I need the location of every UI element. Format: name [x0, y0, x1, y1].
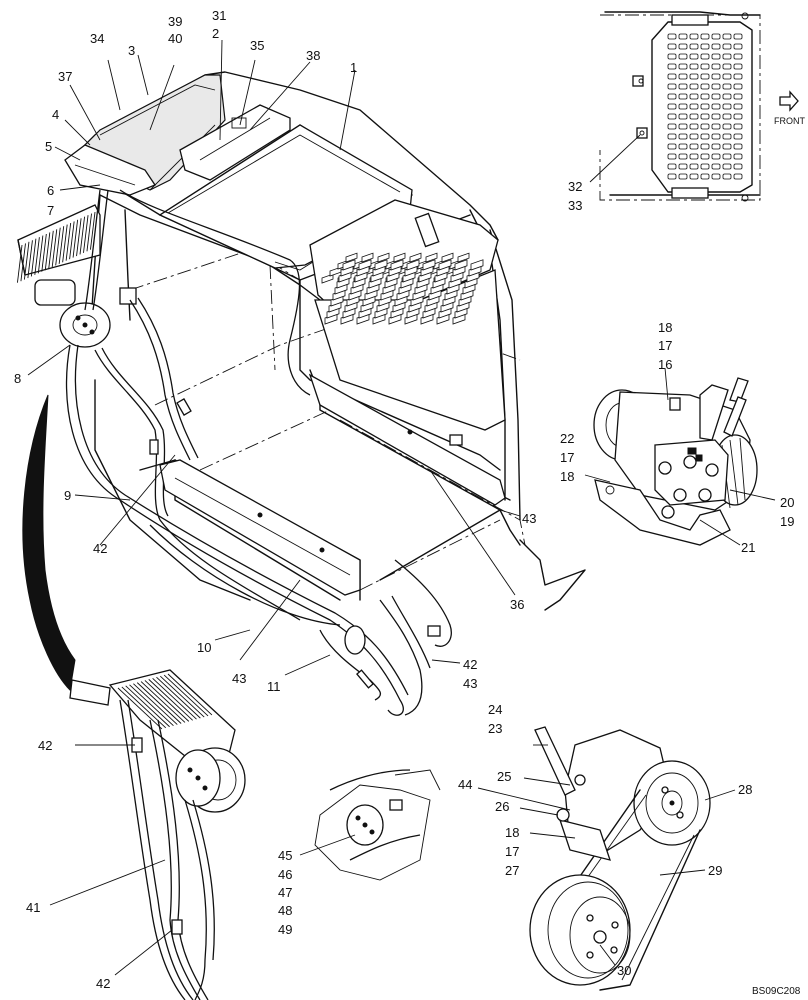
callout-36: 36: [510, 597, 524, 612]
callout-7: 7: [47, 203, 54, 218]
callout-30: 30: [617, 963, 631, 978]
callout-18-mid: 18: [560, 469, 574, 484]
inset-compressor-mount: [593, 377, 758, 546]
callout-24: 24: [488, 702, 502, 717]
callout-26: 26: [495, 799, 509, 814]
callout-49: 49: [278, 922, 292, 937]
callout-38: 38: [306, 48, 320, 63]
callout-6: 6: [47, 183, 54, 198]
zoom-arrow: [22, 394, 76, 692]
callout-31: 31: [212, 8, 226, 23]
callout-4: 4: [52, 107, 59, 122]
callout-48: 48: [278, 903, 292, 918]
inset-condenser-hoses: [69, 669, 246, 1000]
callout-32: 32: [568, 179, 582, 194]
callout-44: 44: [458, 777, 472, 792]
callout-17-mid: 17: [560, 450, 574, 465]
rear-vent-grille: [309, 199, 506, 431]
callout-25: 25: [497, 769, 511, 784]
callout-3: 3: [128, 43, 135, 58]
callout-10: 10: [197, 640, 211, 655]
callout-27: 27: [505, 863, 519, 878]
callout-43-hose: 43: [463, 676, 477, 691]
callout-1: 1: [350, 60, 357, 75]
condenser: [17, 204, 101, 283]
callout-35: 35: [250, 38, 264, 53]
callout-20: 20: [780, 495, 794, 510]
callout-22: 22: [560, 431, 574, 446]
inset-rear-grille-topview: [599, 11, 799, 202]
callout-29: 29: [708, 863, 722, 878]
callout-47: 47: [278, 885, 292, 900]
callout-11: 11: [267, 679, 281, 694]
callout-labels: 1 31 2 39 40 34 3 35 38 37 4 5 6 7 8 9 4…: [14, 8, 805, 997]
callout-2: 2: [212, 26, 219, 41]
callout-17-top: 17: [658, 338, 672, 353]
roof-ac-unit: [64, 74, 413, 271]
leader-lines: [27, 39, 776, 976]
callout-43-main: 43: [232, 671, 246, 686]
callout-40: 40: [168, 31, 182, 46]
callout-8: 8: [14, 371, 21, 386]
callout-17-low: 17: [505, 844, 519, 859]
refrigerant-hoses: [65, 189, 452, 716]
callout-33: 33: [568, 198, 582, 213]
inset-compressor-belt: [529, 726, 711, 991]
callout-43-duct: 43: [522, 511, 536, 526]
inset-small-compressor: [314, 769, 441, 881]
callout-18-low: 18: [505, 825, 519, 840]
callout-34: 34: [90, 31, 104, 46]
callout-28: 28: [738, 782, 752, 797]
callout-23: 23: [488, 721, 502, 736]
callout-42-inset-top: 42: [38, 738, 52, 753]
drawing-code: BS09C208: [752, 986, 801, 997]
callout-9: 9: [64, 488, 71, 503]
callout-19: 19: [780, 514, 794, 529]
callout-18-top: 18: [658, 320, 672, 335]
callout-5: 5: [45, 139, 52, 154]
frame-compressor: [34, 279, 137, 348]
front-label: FRONT: [774, 116, 805, 126]
callout-42-main: 42: [93, 541, 107, 556]
callout-42-hose: 42: [463, 657, 477, 672]
callout-41: 41: [26, 900, 40, 915]
callout-42-inset-bottom: 42: [96, 976, 110, 991]
callout-16: 16: [658, 357, 672, 372]
callout-21: 21: [741, 540, 755, 555]
callout-39: 39: [168, 14, 182, 29]
floor-duct: [159, 373, 506, 596]
callout-46: 46: [278, 867, 292, 882]
callout-45: 45: [278, 848, 292, 863]
callout-37: 37: [58, 69, 72, 84]
